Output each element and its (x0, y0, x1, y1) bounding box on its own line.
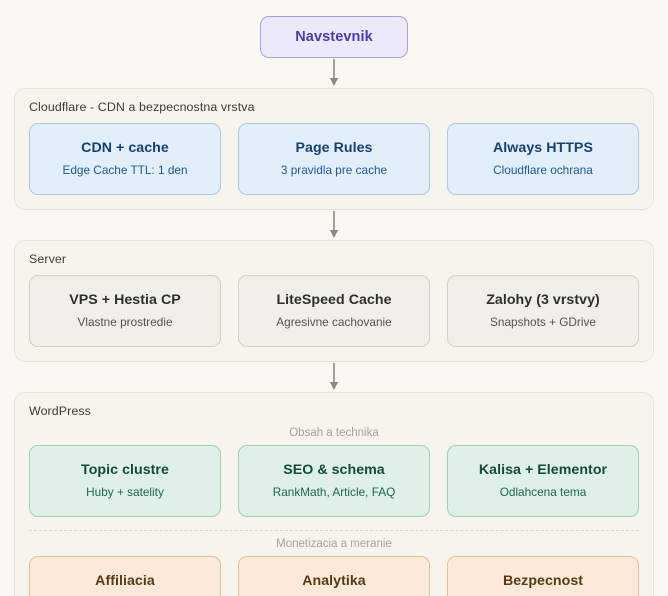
card-title: Affiliacia (95, 573, 155, 589)
card-zalohy[interactable]: Zalohy (3 vrstvy) Snapshots + GDrive (447, 275, 639, 347)
arrow-down-icon (329, 59, 339, 86)
card-title: CDN + cache (81, 140, 169, 156)
card-subtitle: RankMath, Article, FAQ (272, 485, 396, 499)
card-kalisa-elementor[interactable]: Kalisa + Elementor Odlahcena tema (447, 445, 639, 517)
subsection-label-monetizacia: Monetizacia a meranie (276, 538, 392, 550)
connector-arrow-3 (0, 362, 668, 392)
entry-node-wrap: Navstevnik (0, 0, 668, 58)
card-subtitle: Odlahcena tema (499, 485, 587, 499)
group-cloudflare: Cloudflare - CDN a bezpecnostna vrstva C… (14, 88, 654, 210)
card-analytika[interactable]: Analytika Google Analytics + GSC (238, 556, 430, 596)
card-subtitle: Vlastne prostredie (77, 315, 173, 329)
group-cloudflare-row: CDN + cache Edge Cache TTL: 1 den Page R… (29, 123, 639, 195)
group-wordpress-row-obsah: Topic clustre Huby + satelity SEO & sche… (29, 445, 639, 517)
card-subtitle: Cloudflare ochrana (493, 163, 593, 177)
node-navstevnik-label: Navstevnik (295, 29, 373, 45)
arrow-down-icon (329, 211, 339, 238)
card-title: Bezpecnost (502, 573, 584, 589)
card-subtitle: Agresivne cachovanie (276, 315, 392, 329)
card-subtitle: 3 pravidla pre cache (280, 163, 388, 177)
card-bezpecnost[interactable]: Bezpecnost 2FA + skryta URL (447, 556, 639, 596)
card-always-https[interactable]: Always HTTPS Cloudflare ochrana (447, 123, 639, 195)
card-title: SEO & schema (283, 462, 385, 478)
card-affiliacia[interactable]: Affiliacia Skyscanner + Wise (29, 556, 221, 596)
card-title: Zalohy (3 vrstvy) (486, 292, 600, 308)
group-cloudflare-title: Cloudflare - CDN a bezpecnostna vrstva (29, 100, 255, 114)
card-title: LiteSpeed Cache (276, 292, 392, 308)
section-divider (29, 530, 639, 531)
card-subtitle: Huby + satelity (86, 485, 164, 499)
group-wordpress: WordPress Obsah a technika Topic clustre… (14, 392, 654, 596)
group-wordpress-title: WordPress (29, 404, 91, 418)
card-subtitle: Snapshots + GDrive (490, 315, 596, 329)
connector-arrow-1 (0, 58, 668, 88)
group-server-row: VPS + Hestia CP Vlastne prostredie LiteS… (29, 275, 639, 347)
card-title: Kalisa + Elementor (478, 462, 608, 478)
arrow-down-icon (329, 363, 339, 390)
card-cdn-cache[interactable]: CDN + cache Edge Cache TTL: 1 den (29, 123, 221, 195)
card-page-rules[interactable]: Page Rules 3 pravidla pre cache (238, 123, 430, 195)
group-server-title: Server (29, 252, 67, 266)
node-navstevnik[interactable]: Navstevnik (260, 16, 408, 58)
subsection-label-obsah: Obsah a technika (289, 427, 379, 439)
card-vps-hestia[interactable]: VPS + Hestia CP Vlastne prostredie (29, 275, 221, 347)
card-title: Analytika (302, 573, 366, 589)
card-title: Always HTTPS (493, 140, 593, 156)
card-seo-schema[interactable]: SEO & schema RankMath, Article, FAQ (238, 445, 430, 517)
card-subtitle: Edge Cache TTL: 1 den (62, 163, 188, 177)
card-topic-clustre[interactable]: Topic clustre Huby + satelity (29, 445, 221, 517)
group-server: Server VPS + Hestia CP Vlastne prostredi… (14, 240, 654, 362)
card-title: Page Rules (295, 140, 373, 156)
card-litespeed-cache[interactable]: LiteSpeed Cache Agresivne cachovanie (238, 275, 430, 347)
connector-arrow-2 (0, 210, 668, 240)
card-title: VPS + Hestia CP (69, 292, 181, 308)
group-wordpress-row-monetizacia: Affiliacia Skyscanner + Wise Analytika G… (29, 556, 639, 596)
card-title: Topic clustre (81, 462, 169, 478)
